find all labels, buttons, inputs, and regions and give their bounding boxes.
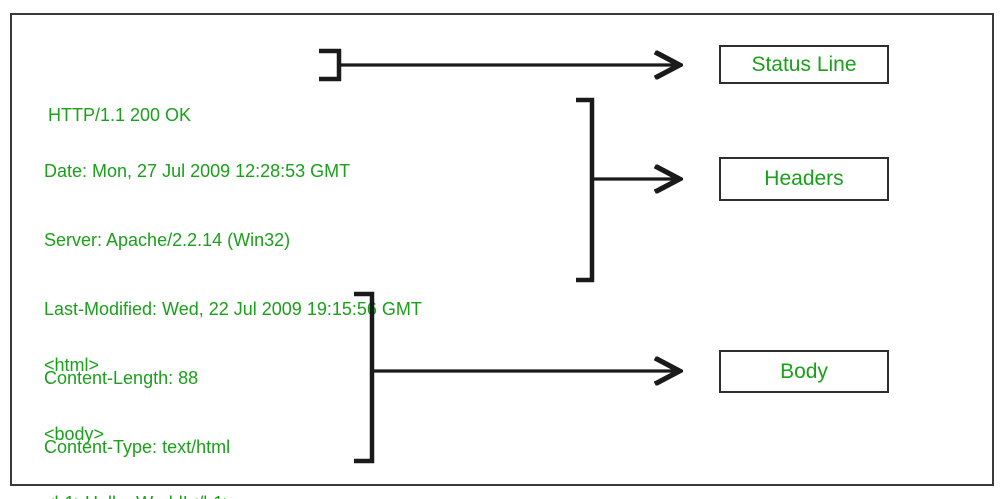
label-box-headers: Headers <box>719 157 889 201</box>
body-row-h1: <h1>Hello, World!</h1> <box>44 492 234 499</box>
status-line-text-block: HTTP/1.1 200 OK <box>48 58 191 173</box>
body-row-html-open: <html> <box>44 355 100 375</box>
header-row-content-length: Content-Length: 88 <box>44 368 199 388</box>
header-row-content-type: Content-Type: text/html <box>44 437 231 457</box>
diagram-frame <box>10 13 994 486</box>
status-line-row: HTTP/1.1 200 OK <box>48 105 192 125</box>
label-box-status-line: Status Line <box>719 45 889 84</box>
header-row-server: Server: Apache/2.2.14 (Win32) <box>44 230 291 250</box>
body-row-body-open: <body> <box>44 424 105 444</box>
header-row-date: Date: Mon, 27 Jul 2009 12:28:53 GMT <box>44 161 351 181</box>
headers-text-block: Date: Mon, 27 Jul 2009 12:28:53 GMT Serv… <box>44 114 422 499</box>
body-text-block: <html> <body> <h1>Hello, World!</h1> </b… <box>44 308 234 499</box>
label-box-body: Body <box>719 350 889 393</box>
header-row-last-modified: Last-Modified: Wed, 22 Jul 2009 19:15:56… <box>44 299 422 319</box>
